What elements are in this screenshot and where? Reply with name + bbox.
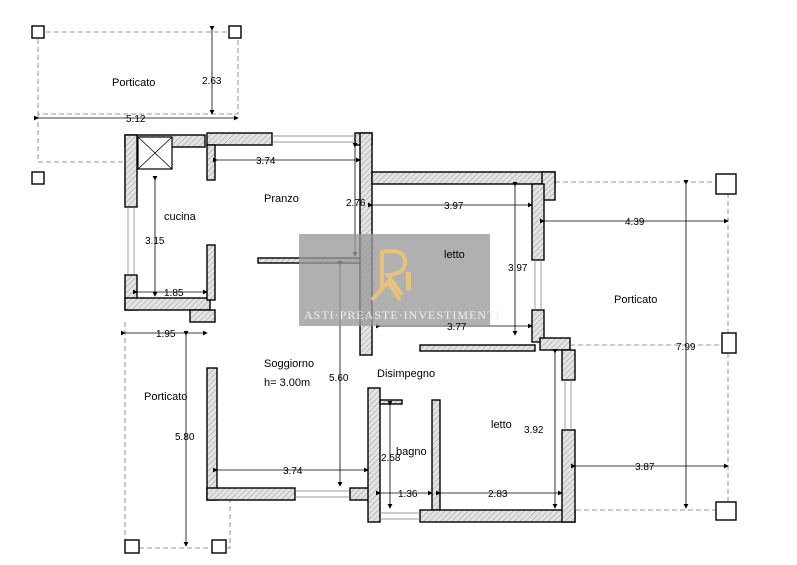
porticato-top-side (37, 114, 125, 163)
dim-label: 3.87 (635, 462, 655, 473)
dimension-labels: 2.63 5.12 3.74 2.76 3.97 3.97 4.39 3.15 … (126, 76, 696, 500)
dim-label: 7.99 (676, 342, 696, 353)
dim-label: 5.80 (175, 432, 195, 443)
watermark-logo-bar (406, 272, 411, 290)
column (715, 501, 737, 521)
dim-label: 3.97 (444, 201, 464, 212)
column (228, 25, 242, 39)
dim-label: 2.76 (346, 198, 366, 209)
dim-label: 2.58 (381, 453, 401, 464)
room-letto-1: letto (444, 249, 465, 261)
column (31, 25, 45, 39)
dim-label: 1.36 (398, 489, 418, 500)
room-bagno: bagno (396, 446, 427, 458)
columns (31, 25, 737, 554)
dim-label: 3.74 (283, 466, 303, 477)
dim-label: 5.12 (126, 114, 146, 125)
dim-label: 2.83 (488, 489, 508, 500)
column (31, 171, 45, 185)
room-porticato-top: Porticato (112, 77, 155, 89)
dim-label: 3.74 (256, 156, 276, 167)
dim-label: 1.95 (156, 329, 176, 340)
watermark-text: ASTI·PREASTE·INVESTIMENTI (304, 308, 500, 322)
column (715, 173, 737, 195)
dim-label: 2.63 (202, 76, 222, 87)
room-labels: Porticato cucina Pranzo letto Porticato … (112, 77, 657, 458)
chimney-cross (137, 136, 173, 170)
dim-label: 4.39 (625, 217, 645, 228)
dim-label: 3.97 (508, 263, 528, 274)
porticato-top-outline (37, 31, 239, 115)
room-porticato-right: Porticato (614, 294, 657, 306)
dim-label: 3.92 (524, 425, 544, 436)
column (211, 539, 227, 554)
porticato-left-outline (124, 322, 231, 549)
dim-label: 3.77 (447, 322, 467, 333)
room-letto-2: letto (491, 419, 512, 431)
room-disimpegno: Disimpegno (377, 368, 435, 380)
watermark: ASTI·PREASTE·INVESTIMENTI (299, 234, 500, 326)
dim-label: 1.85 (164, 288, 184, 299)
windows (127, 135, 572, 520)
column (124, 539, 140, 554)
watermark-logo-icon (370, 249, 408, 302)
column (721, 332, 737, 354)
room-soggiorno: Soggiorno (264, 358, 314, 370)
dim-label: 3.15 (145, 236, 165, 247)
room-height: h= 3.00m (264, 377, 310, 389)
room-porticato-left: Porticato (144, 391, 187, 403)
room-cucina: cucina (164, 211, 197, 223)
walls (124, 132, 576, 523)
porticato-right-outline (555, 181, 729, 511)
dim-label: 5.60 (329, 373, 349, 384)
room-pranzo: Pranzo (264, 193, 299, 205)
